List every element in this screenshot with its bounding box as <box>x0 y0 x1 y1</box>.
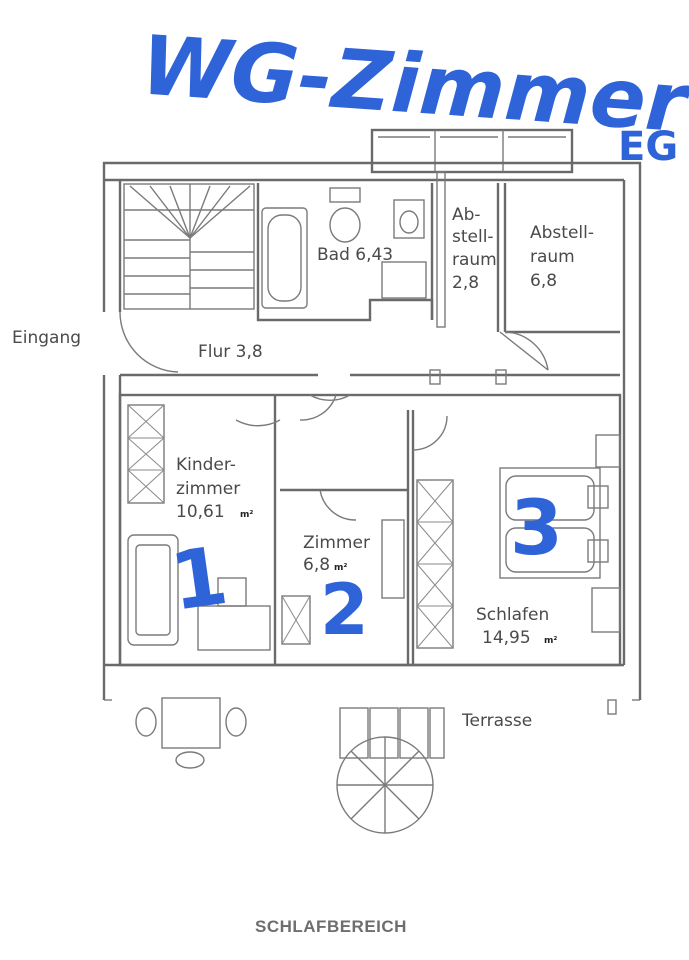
wardrobes <box>127 404 454 649</box>
label-abstell2-line3: 6,8 <box>530 271 557 291</box>
room-number-2: 2 <box>320 569 369 651</box>
room-number-1: 1 <box>165 529 233 629</box>
label-flur: Flur 3,8 <box>198 342 263 362</box>
hallway <box>119 311 620 385</box>
label-kinder-unit: m² <box>240 510 253 520</box>
label-schlafen-unit: m² <box>544 636 557 646</box>
label-eingang: Eingang <box>12 328 81 348</box>
terrace-furniture <box>135 697 617 834</box>
storage-rooms <box>436 171 620 371</box>
bedroom-walls <box>118 393 622 667</box>
bathroom <box>256 183 434 322</box>
label-terrasse: Terrasse <box>461 711 532 731</box>
handwritten-title: WG-Zimmer <box>138 18 689 151</box>
label-abstell1-line4: 2,8 <box>452 273 479 293</box>
label-schlafen-line1: Schlafen <box>476 605 549 625</box>
window-strip <box>370 128 574 174</box>
label-zimmer-line1: Zimmer <box>303 533 370 553</box>
label-kinder-line1: Kinder- <box>176 455 236 475</box>
label-zimmer-unit: m² <box>334 563 347 573</box>
label-abstell1-line2: stell- <box>452 227 494 247</box>
label-bad: Bad 6,43 <box>317 245 393 265</box>
label-abstell2-line1: Abstell- <box>530 223 594 243</box>
label-zimmer-line2: 6,8 <box>303 555 330 575</box>
staircase <box>123 183 255 310</box>
footer-caption: SCHLAFBEREICH <box>255 917 407 936</box>
label-kinder-line3: 10,61 <box>176 502 225 522</box>
label-abstell1-line1: Ab- <box>452 205 481 225</box>
furniture <box>127 434 621 651</box>
label-kinder-line2: zimmer <box>176 479 240 499</box>
room-number-3: 3 <box>510 483 563 572</box>
label-abstell2-line2: raum <box>530 247 575 267</box>
label-schlafen-line2: 14,95 <box>482 628 531 648</box>
label-abstell1-line3: raum <box>452 250 497 270</box>
room-labels: Eingang Flur 3,8 Bad 6,43 Ab- stell- rau… <box>12 205 594 731</box>
